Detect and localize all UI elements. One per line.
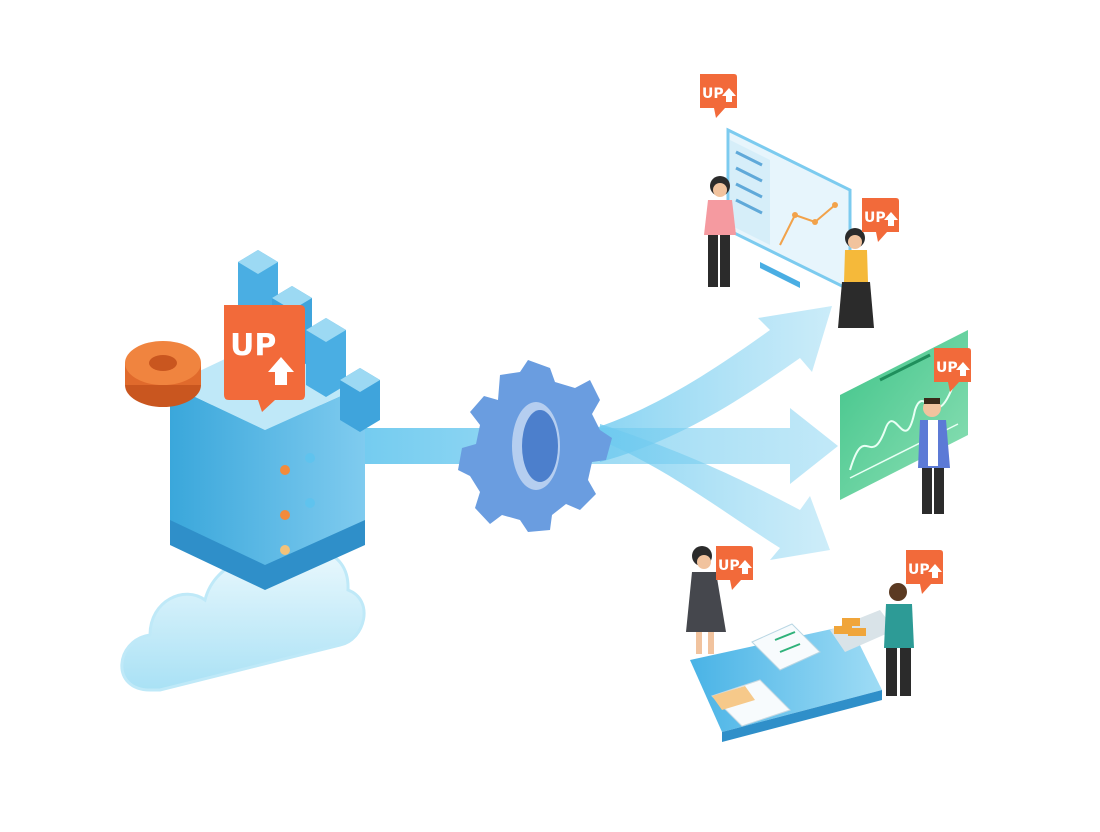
- dashboard-screen-icon: [726, 127, 852, 293]
- donut-chart-icon: [125, 341, 201, 407]
- badge-label: UP: [702, 86, 724, 102]
- person-icon: [918, 398, 950, 514]
- database-server-icon: [170, 250, 380, 590]
- person-icon: [704, 176, 736, 287]
- person-icon: [686, 546, 726, 654]
- up-badge-analytics: UP: [934, 348, 971, 392]
- badge-label: UP: [864, 210, 886, 226]
- up-badge-tablet-left: UP: [716, 546, 753, 590]
- tablet-transfer-icon: [690, 610, 895, 742]
- flow-arrow-upper: [590, 306, 832, 462]
- up-badge-server: UP: [224, 305, 305, 412]
- gear-icon: [458, 360, 612, 532]
- person-icon: [838, 228, 874, 328]
- badge-label: UP: [936, 360, 958, 376]
- up-badge-woman: UP: [862, 198, 899, 242]
- badge-label: UP: [230, 328, 276, 363]
- up-badge-dashboard: UP: [700, 74, 737, 118]
- flow-arrow-lower: [600, 424, 830, 560]
- badge-label: UP: [718, 558, 740, 574]
- up-badge-tablet-right: UP: [906, 550, 943, 594]
- badge-label: UP: [908, 562, 930, 578]
- person-icon: [884, 583, 914, 696]
